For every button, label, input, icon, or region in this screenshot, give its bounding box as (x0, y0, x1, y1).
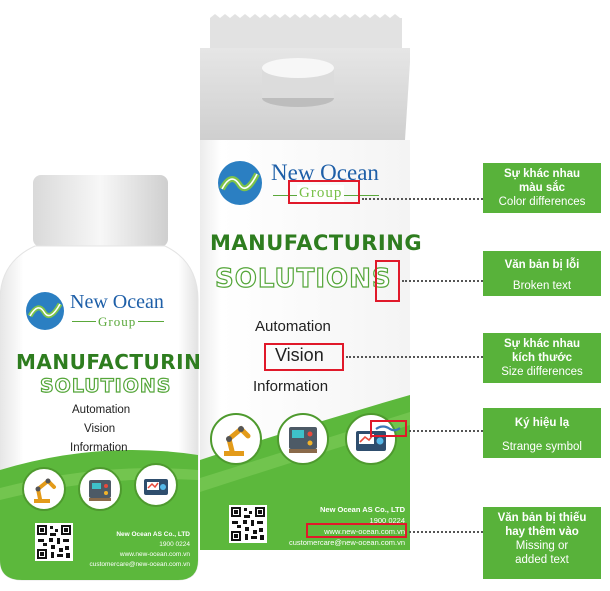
leader-line-size (346, 356, 483, 358)
callout-size-en: Size differences (501, 366, 583, 378)
callout-symbol-en: Strange symbol (502, 441, 582, 453)
brand-name-small: New Ocean (70, 291, 164, 313)
website-small[interactable]: www.new-ocean.com.vn (119, 551, 190, 558)
leader-line-color (362, 198, 483, 200)
service-information-small: Information (70, 442, 128, 454)
brand-group-small: Group (96, 314, 139, 330)
highlight-size-difference (264, 343, 344, 371)
highlight-strange-symbol (370, 420, 407, 437)
service-automation-small: Automation (72, 404, 131, 416)
callout-missing-text: Văn bản bị thiếu hay thêm vào Missing or… (483, 507, 601, 579)
company-name-small: New Ocean AS Co., LTD (116, 531, 190, 538)
callout-symbol-vi: Ký hiệu lạ (514, 417, 570, 429)
highlight-broken-text (375, 260, 400, 302)
callout-color-vi: Sự khác nhau màu sắc (503, 168, 581, 194)
brand-group-large: Group (297, 185, 345, 202)
service-information-large: Information (253, 378, 329, 395)
email-small[interactable]: customercare@new-ocean.com.vn (89, 561, 190, 568)
callout-strange-symbol: Ký hiệu lạ Strange symbol (483, 408, 601, 458)
headline-line2-large: SOLUTIONS (214, 263, 392, 294)
service-vision-small: Vision (84, 423, 116, 435)
robot-arm-icon (210, 413, 262, 465)
service-automation-large: Automation (255, 318, 331, 335)
callout-broken-vi: Văn bản bị lỗi (504, 259, 580, 271)
headline-line1-small: MANUFACTURING (16, 350, 219, 374)
company-name-large: New Ocean AS Co., LTD (319, 505, 405, 514)
brand-logo-icon (26, 292, 64, 330)
qr-code-icon[interactable] (229, 505, 267, 543)
service-vision-large: Vision (275, 345, 324, 365)
email-large[interactable]: customercare@new-ocean.com.vn (289, 538, 405, 547)
phone-large: 1900 0224 (369, 516, 405, 525)
brand-logo-icon (218, 161, 262, 205)
control-panel-icon (277, 413, 329, 465)
leader-line-symbol (409, 430, 483, 432)
callout-color-differences: Sự khác nhau màu sắc Color differences (483, 163, 601, 213)
callout-color-en: Color differences (498, 196, 586, 208)
phone-small: 1900 0224 (159, 541, 190, 548)
callout-size-differences: Sự khác nhau kích thước Size differences (483, 333, 601, 383)
headline-line2-small: SOLUTIONS (39, 374, 172, 397)
strange-symbol-icon (375, 425, 401, 432)
callout-missing-en: Missing or added text (515, 540, 569, 566)
callout-missing-vi: Văn bản bị thiếu hay thêm vào (497, 512, 587, 538)
robot-arm-icon (22, 467, 66, 511)
small-bottle: New Ocean Group MANUFACTURING SOLUTIONS … (0, 0, 218, 591)
website-large[interactable]: www.new-ocean.com.vn (324, 527, 405, 536)
callout-broken-en: Broken text (512, 280, 572, 292)
control-panel-icon (78, 467, 122, 511)
qr-code-icon[interactable] (35, 523, 73, 561)
callout-size-vi: Sự khác nhau kích thước (503, 338, 581, 364)
vision-inspection-icon (134, 463, 178, 507)
highlight-color-difference (288, 180, 360, 204)
leader-line-broken (402, 280, 483, 282)
highlight-missing-text (306, 523, 407, 538)
callout-broken-text: Văn bản bị lỗi Broken text (483, 251, 601, 296)
leader-line-missing (409, 531, 483, 533)
headline-line1-large: MANUFACTURING (210, 231, 423, 255)
